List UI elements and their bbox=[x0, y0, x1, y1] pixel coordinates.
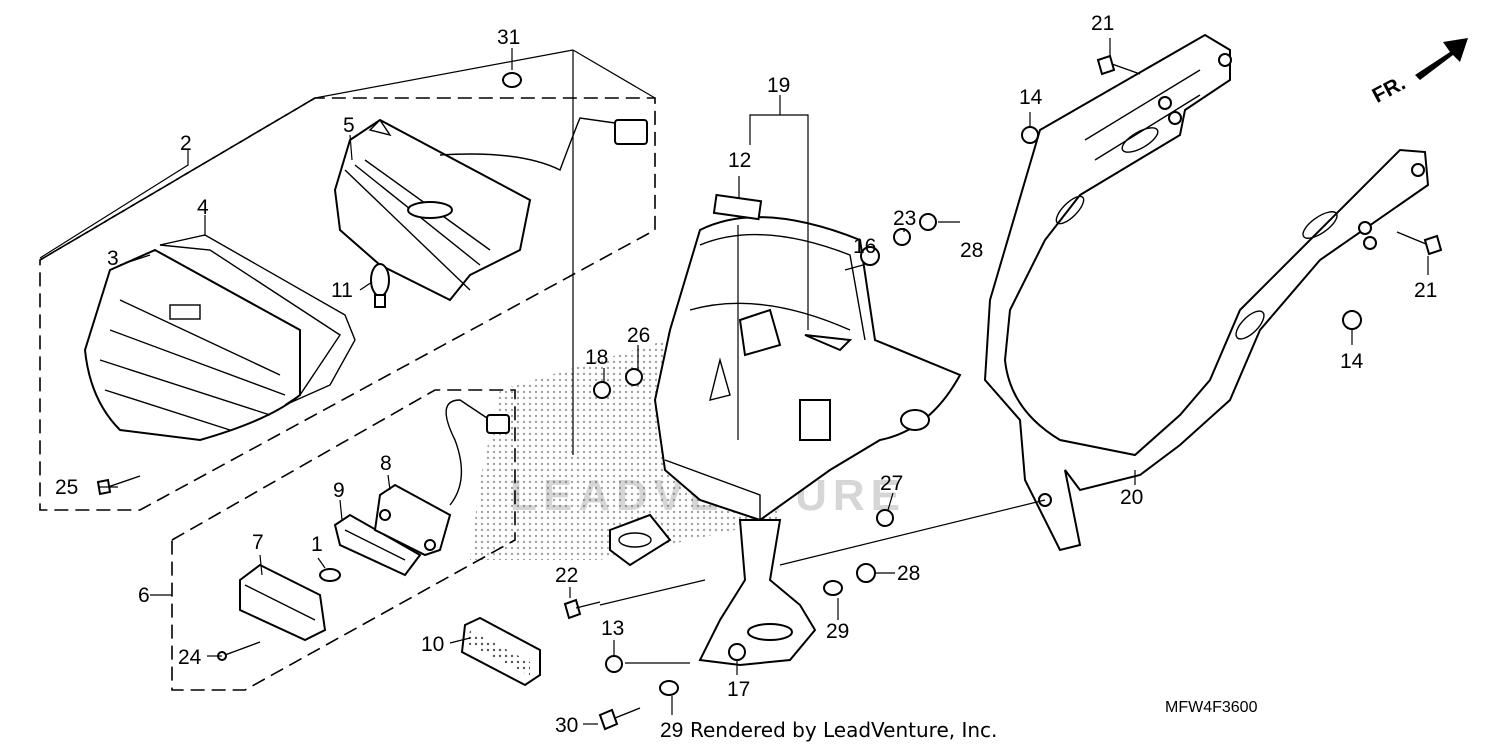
callout-30: 30 bbox=[555, 714, 578, 737]
callout-22: 22 bbox=[555, 564, 578, 587]
callout-21-right: 21 bbox=[1414, 279, 1437, 302]
callout-24: 24 bbox=[178, 646, 202, 669]
grab-rail bbox=[983, 33, 1430, 552]
license-bulb bbox=[319, 568, 341, 582]
callout-10: 10 bbox=[421, 633, 444, 656]
lens-gasket bbox=[159, 234, 356, 406]
callout-23: 23 bbox=[893, 207, 916, 230]
callout-4: 4 bbox=[197, 196, 209, 219]
washer-31 bbox=[502, 72, 522, 88]
group-box-license-light bbox=[171, 389, 516, 691]
callout-3: 3 bbox=[107, 247, 119, 270]
callout-7: 7 bbox=[252, 531, 264, 554]
callout-14-right: 14 bbox=[1340, 350, 1364, 373]
screw-25 bbox=[96, 475, 141, 496]
callout-labels: 31 2 4 3 5 11 25 19 12 16 23 28 14 21 21… bbox=[55, 12, 1437, 742]
taillight-bulb bbox=[370, 263, 390, 308]
taillight-housing bbox=[333, 117, 648, 302]
callout-20: 20 bbox=[1120, 486, 1143, 509]
drawing-code: MFW4F3600 bbox=[1165, 699, 1258, 716]
callout-2: 2 bbox=[180, 132, 192, 155]
front-direction-arrow: FR. bbox=[1369, 38, 1468, 108]
rear-fender bbox=[653, 216, 962, 531]
screw-24 bbox=[217, 641, 261, 661]
callout-25: 25 bbox=[55, 476, 78, 499]
callout-28-bottom: 28 bbox=[897, 562, 920, 585]
callout-26: 26 bbox=[627, 324, 650, 347]
license-light-base bbox=[373, 399, 510, 557]
callout-8: 8 bbox=[380, 452, 392, 475]
callout-27: 27 bbox=[880, 472, 903, 495]
fr-label: FR. bbox=[1369, 71, 1410, 107]
callout-29-bottom: 29 bbox=[660, 719, 683, 742]
callout-5: 5 bbox=[343, 114, 355, 137]
callout-17: 17 bbox=[727, 678, 750, 701]
callout-11: 11 bbox=[331, 279, 353, 302]
callout-28-top: 28 bbox=[960, 239, 983, 262]
taillight-lens bbox=[83, 248, 301, 442]
callout-16: 16 bbox=[853, 235, 876, 258]
callout-13: 13 bbox=[601, 617, 624, 640]
reflector bbox=[460, 616, 541, 687]
callout-9: 9 bbox=[333, 479, 345, 502]
credit-text: Rendered by LeadVenture, Inc. bbox=[690, 718, 997, 742]
fasteners-frame bbox=[1021, 54, 1443, 330]
callout-29-right: 29 bbox=[826, 620, 849, 643]
callout-31: 31 bbox=[497, 26, 520, 49]
callout-1: 1 bbox=[311, 533, 323, 556]
license-gasket bbox=[333, 513, 422, 577]
license-light-lens bbox=[239, 563, 327, 642]
callout-18: 18 bbox=[585, 346, 608, 369]
leader-lines bbox=[39, 38, 1429, 725]
callout-14-top: 14 bbox=[1019, 86, 1043, 109]
label-12 bbox=[712, 193, 763, 221]
callout-12: 12 bbox=[728, 149, 751, 172]
license-bracket bbox=[609, 513, 817, 667]
callout-6: 6 bbox=[138, 584, 150, 607]
callout-21-top: 21 bbox=[1091, 12, 1114, 35]
callout-19: 19 bbox=[767, 74, 790, 97]
